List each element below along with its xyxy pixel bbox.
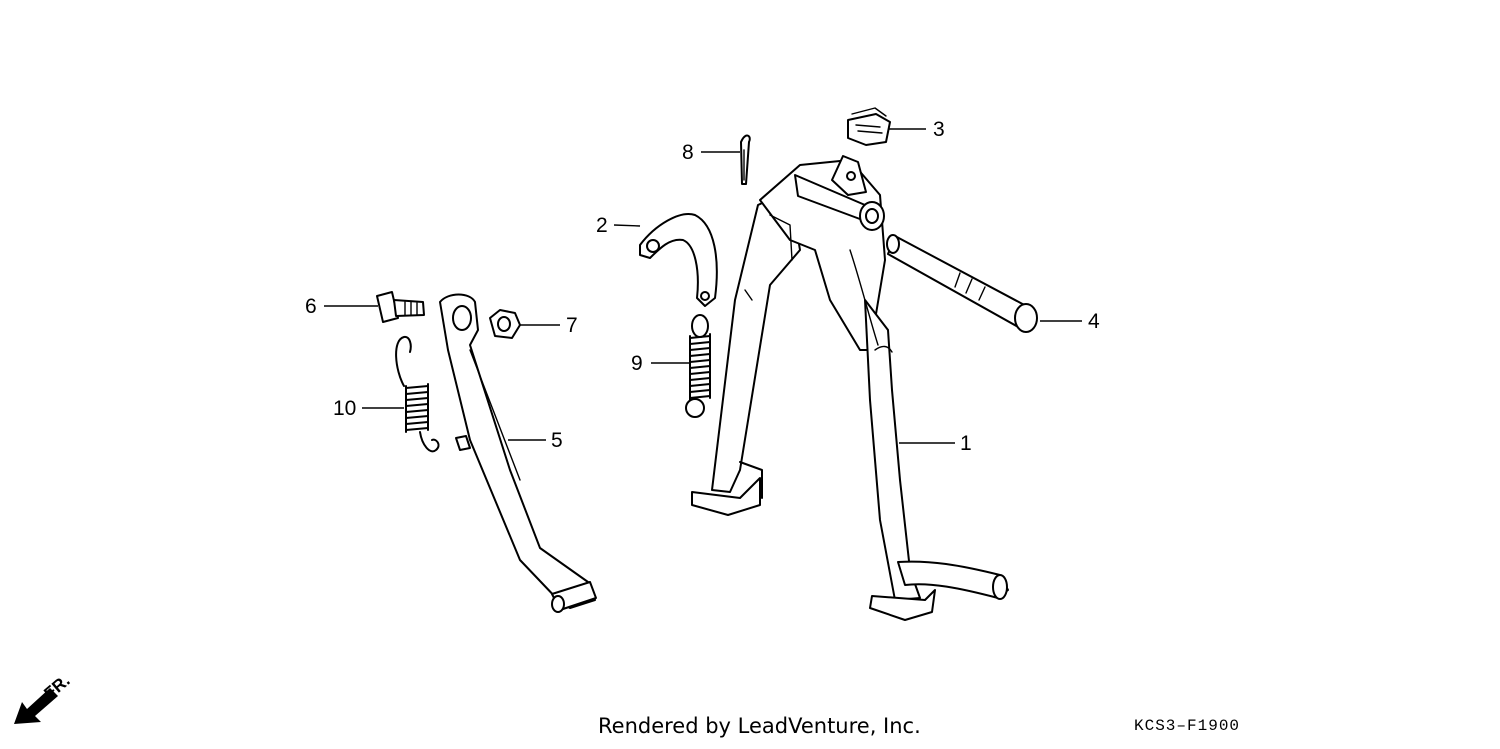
part-side-stand bbox=[439, 293, 597, 613]
callout-3: 3 bbox=[933, 118, 945, 141]
part-bolt bbox=[376, 291, 425, 323]
callout-10: 10 bbox=[333, 397, 356, 420]
diagram-code: KCS3–F1900 bbox=[1134, 717, 1241, 735]
footer-credit: Rendered by LeadVenture, Inc. bbox=[598, 714, 921, 738]
part-rubber-stopper bbox=[847, 107, 891, 146]
callout-1: 1 bbox=[960, 432, 972, 455]
callout-9: 9 bbox=[631, 352, 643, 375]
part-pivot-shaft bbox=[886, 234, 1038, 333]
part-nut bbox=[489, 309, 521, 339]
part-stopper-plate bbox=[639, 213, 718, 307]
callout-5: 5 bbox=[551, 429, 563, 452]
callout-4: 4 bbox=[1088, 310, 1100, 333]
front-direction-arrow-icon: FR. bbox=[14, 671, 74, 724]
part-side-stand-spring bbox=[395, 335, 471, 453]
part-main-stand bbox=[691, 155, 1009, 621]
callout-7: 7 bbox=[566, 314, 578, 337]
callout-2: 2 bbox=[596, 214, 608, 237]
part-main-stand-spring bbox=[685, 314, 711, 418]
callout-8: 8 bbox=[682, 141, 694, 164]
leader-lines bbox=[324, 128, 1082, 444]
callout-labels: 1 2 3 4 5 6 7 8 9 10 bbox=[305, 118, 1100, 455]
part-cotter-pin bbox=[740, 134, 751, 185]
callout-6: 6 bbox=[305, 295, 317, 318]
